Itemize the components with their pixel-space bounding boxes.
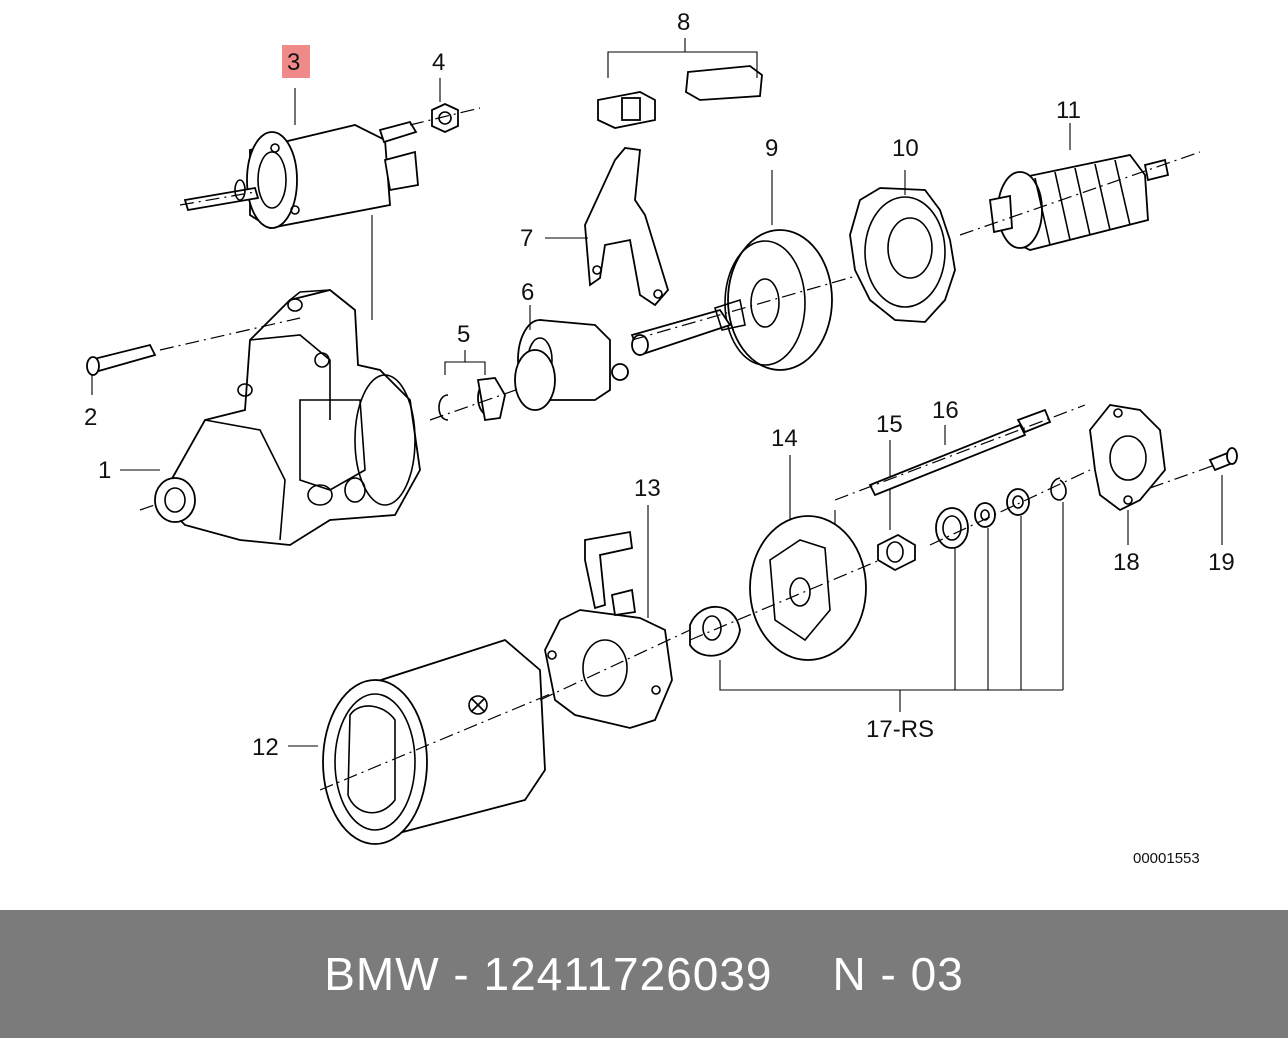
part-8-contacts [597,38,763,129]
label-part-3: 3 [287,49,300,76]
part-9-drive-end-shield [630,170,871,371]
label-part-5: 5 [457,321,470,348]
document-id: 00001553 [1133,850,1200,867]
part-3-highlight [282,45,310,78]
reference-text: N - 03 [832,948,964,1000]
part-3-solenoid [179,88,419,229]
label-part-2: 2 [84,404,97,431]
part-16-through-bolt [834,404,1086,525]
part-17-washer-set [719,469,1091,712]
label-part-14: 14 [771,425,798,452]
part-11-armature [959,123,1201,251]
label-part-7: 7 [520,225,533,252]
part-number-text: BMW - 12411726039 [324,948,773,1000]
label-part-6: 6 [521,279,534,306]
label-part-12: 12 [252,734,279,761]
label-part-8: 8 [677,9,690,36]
label-part-16: 16 [932,397,959,424]
part-number-footer: BMW - 12411726039 N - 03 [0,910,1288,1038]
part-5-clip-collar [429,350,531,422]
part-10-ring [849,170,956,323]
label-part-11: 11 [1056,97,1081,124]
part-4-nut [409,78,481,133]
label-part-1: 1 [98,457,111,484]
label-part-13: 13 [634,475,661,502]
part-15-stud [877,440,916,572]
label-part-4: 4 [432,49,445,76]
label-part-17-rs: 17-RS [866,716,934,743]
part-6-pinion-drive [514,305,629,411]
part-7-shift-fork [545,147,670,307]
label-part-18: 18 [1113,549,1140,576]
part-2-bolt [86,317,301,395]
part-13-brush-holder [539,505,691,729]
label-part-10: 10 [892,135,919,162]
part-12-stator-housing [288,638,561,845]
part-19-screw [1149,447,1238,545]
exploded-parts-diagram: 1 2 3 4 5 6 7 8 9 10 11 12 13 14 15 16 1… [84,9,1238,867]
part-1-starter-housing [139,215,421,546]
part-14-end-shield [689,455,881,661]
label-part-15: 15 [876,411,903,438]
label-part-9: 9 [765,135,778,162]
label-part-19: 19 [1208,549,1235,576]
part-18-bearing-cap [1089,404,1166,545]
